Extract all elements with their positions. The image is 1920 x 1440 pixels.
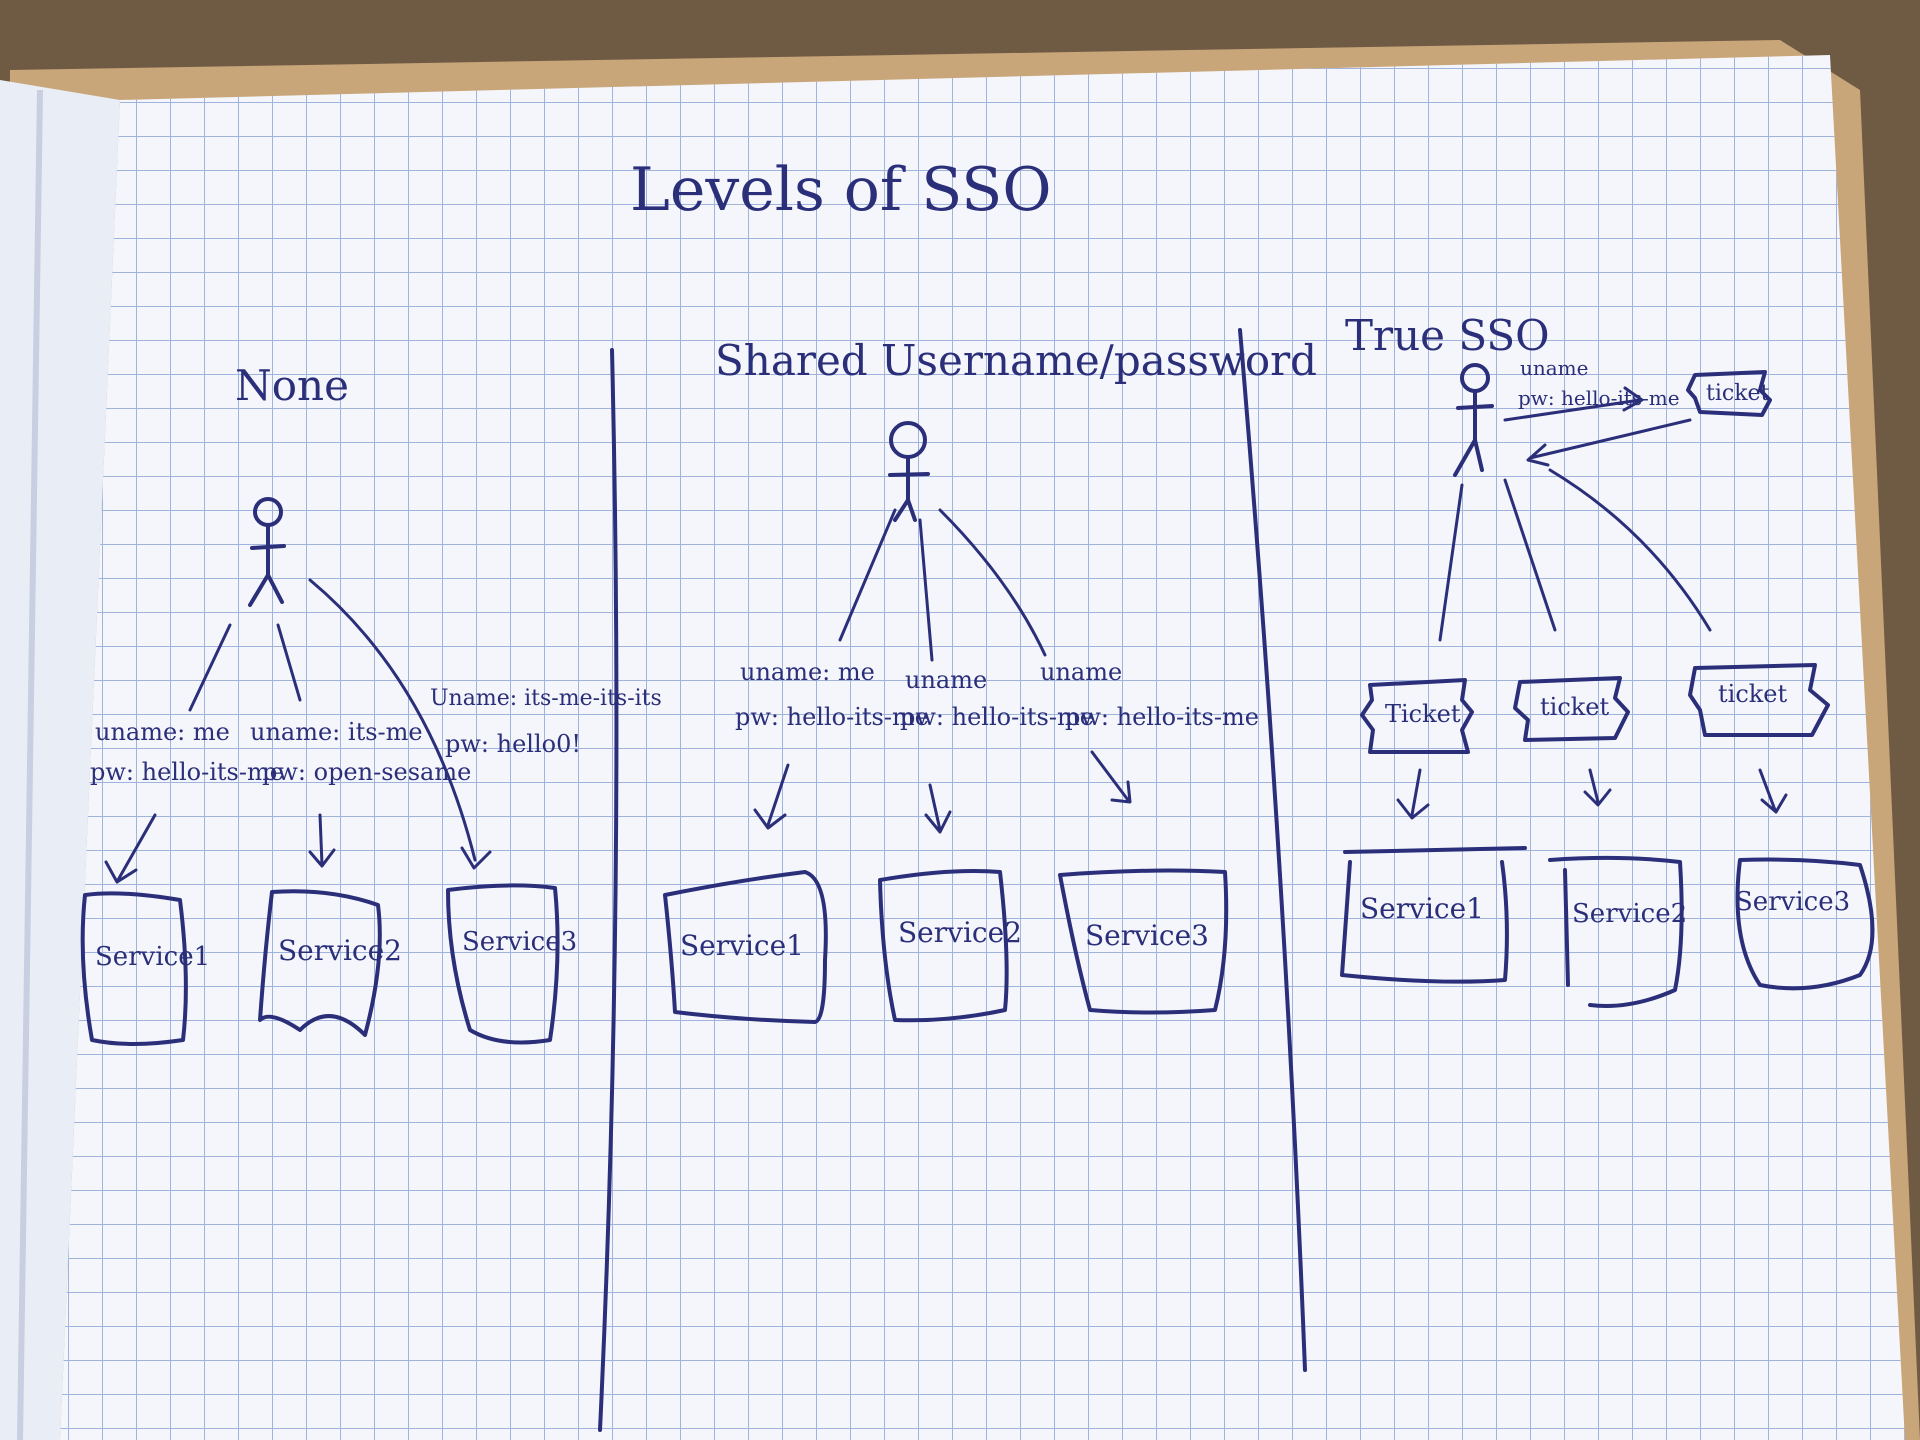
page-fold — [17, 89, 43, 1440]
service-box — [1735, 857, 1875, 991]
section-divider-right — [1238, 328, 1307, 1372]
credential-password: pw: hello-its-me — [900, 703, 1094, 731]
arrow-icon — [924, 783, 952, 834]
person-icon — [248, 497, 286, 607]
arrow-icon — [308, 813, 336, 868]
service-box — [663, 870, 828, 1024]
credential-password: pw: hello0! — [445, 730, 581, 758]
credential-username: uname: me — [740, 658, 875, 686]
service-label: Service2 — [1572, 899, 1687, 929]
arrow-icon — [753, 763, 790, 830]
credential-password: pw: open-sesame — [262, 758, 471, 786]
connection-lines — [838, 508, 1047, 662]
connection-lines — [188, 578, 477, 862]
ticket-label: ticket — [1706, 381, 1770, 406]
person-icon — [888, 421, 930, 522]
credential-username: uname — [1040, 658, 1122, 686]
login-arrow-icon — [1503, 386, 1644, 422]
service-box — [1548, 855, 1684, 1008]
section-heading-shared: Shared Username/password — [715, 336, 1317, 385]
person-icon — [1453, 363, 1494, 477]
credential-username: uname — [905, 666, 987, 694]
service-box — [446, 883, 560, 1045]
service-label: Service3 — [1735, 887, 1850, 917]
service-box — [1058, 868, 1229, 1015]
torn-page-edge — [0, 80, 120, 1440]
service-label: Service3 — [462, 927, 577, 957]
ticket-return-arrow-icon — [1526, 418, 1692, 467]
ticket-icon — [1360, 678, 1474, 754]
connection-lines — [1438, 468, 1712, 642]
service-label: Service2 — [278, 934, 402, 967]
service-label: Service2 — [898, 916, 1022, 949]
service-label: Service1 — [95, 942, 210, 972]
service-label: Service3 — [1085, 919, 1209, 952]
ticket-icon — [1688, 663, 1830, 737]
credential-password: pw: hello-its-me — [90, 758, 284, 786]
arrow-icon — [1396, 768, 1430, 820]
section-heading-true-sso: True SSO — [1345, 311, 1550, 360]
ticket-label: ticket — [1718, 680, 1788, 708]
diagram-title: Levels of SSO — [630, 155, 1052, 225]
ticket-label: Ticket — [1385, 700, 1461, 728]
service-label: Service1 — [680, 929, 804, 962]
login-username: uname — [1520, 356, 1589, 380]
arrow-icon — [1090, 750, 1132, 804]
credential-username: uname: me — [95, 718, 230, 746]
section-none: None uname: me pw: hello-its-me uname: i… — [80, 361, 662, 1046]
credential-username: Uname: its-me-its-its — [430, 686, 662, 711]
section-divider-left — [598, 348, 619, 1432]
arrow-icon — [104, 813, 157, 884]
section-heading-none: None — [235, 361, 349, 410]
section-shared-password: Shared Username/password uname: me pw: h… — [663, 336, 1317, 1024]
credential-username: uname: its-me — [250, 718, 423, 746]
arrow-icon — [460, 846, 492, 870]
arrow-icon — [1583, 768, 1612, 807]
credential-password: pw: hello-its-me — [735, 703, 929, 731]
ticket-icon — [1513, 676, 1630, 742]
service-box — [258, 889, 382, 1037]
service-box — [1340, 846, 1527, 984]
section-true-sso: True SSO uname pw: hello-its-me ticket T… — [1340, 311, 1875, 1008]
credential-password: pw: hello-its-me — [1065, 703, 1259, 731]
ticket-label: ticket — [1540, 693, 1610, 721]
service-box — [80, 891, 188, 1046]
service-label: Service1 — [1360, 892, 1484, 925]
grid-lines — [60, 55, 1905, 1440]
arrow-icon — [1758, 768, 1788, 814]
service-box — [878, 869, 1009, 1023]
ticket-icon — [1686, 370, 1772, 417]
